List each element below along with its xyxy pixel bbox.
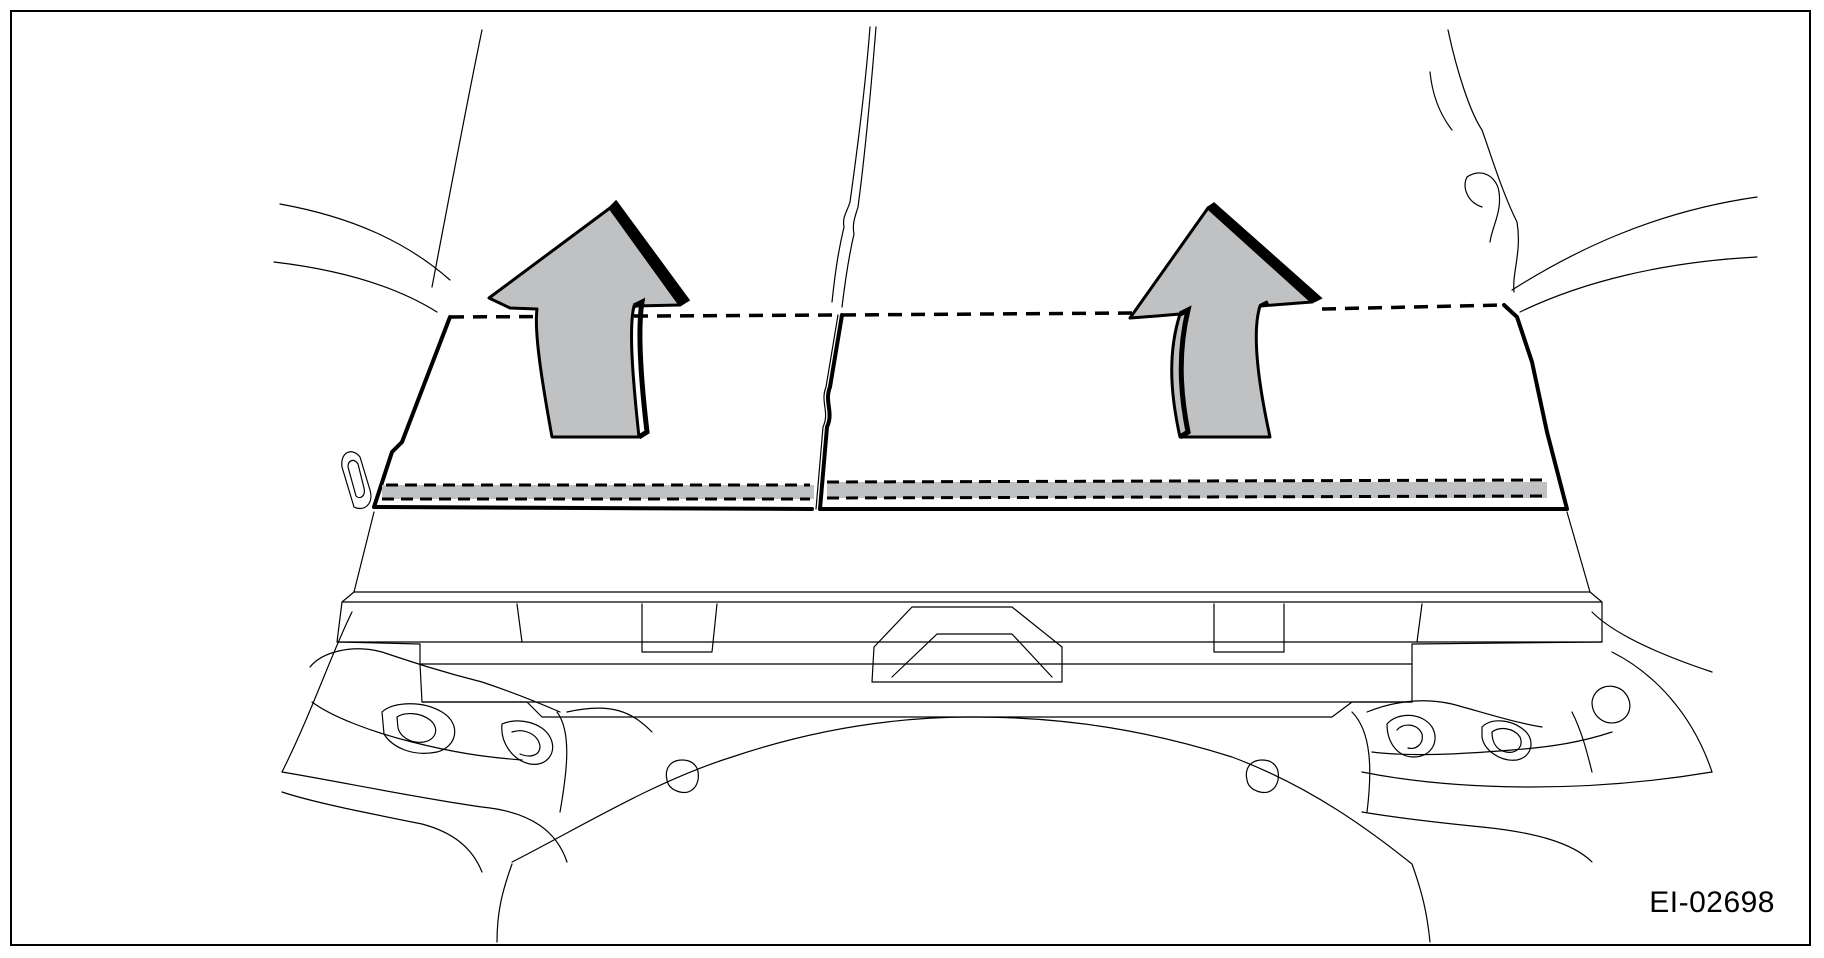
upper-body-outline: [273, 26, 1758, 313]
left-side-catch: [341, 451, 372, 510]
trunk-rear-structure: [336, 511, 1603, 718]
left-trim-panel: [372, 313, 844, 511]
removal-arrow-right: [1128, 202, 1323, 440]
floor-structure: [281, 611, 1713, 943]
figure-frame: EI-02698: [10, 10, 1811, 946]
figure-id-label: EI-02698: [1649, 886, 1775, 919]
trim-removal-illustration: [273, 26, 1758, 943]
right-trim-panel: [818, 303, 1569, 511]
removal-arrow-left: [487, 199, 691, 440]
